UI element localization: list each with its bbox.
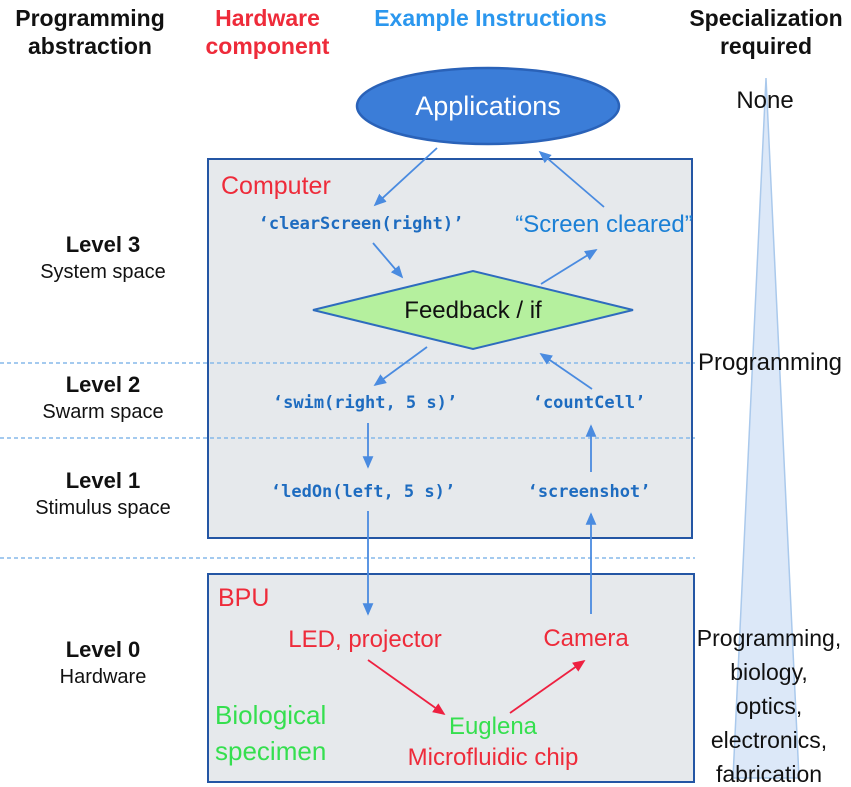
level-0-label: Level 0 Hardware	[0, 636, 206, 690]
specialization-item-electronics: electronics,	[710, 727, 828, 753]
level-2-space: Swarm space	[42, 401, 164, 423]
arrow-euglena-to-camera	[509, 659, 586, 714]
specialization-item-programming: Programming,	[696, 625, 842, 651]
applications-ellipse	[355, 66, 621, 146]
specialization-item-optics: optics,	[735, 693, 803, 719]
arrow-led-to-euglena	[367, 659, 446, 716]
arrow-feedback-to-screencleared	[540, 249, 598, 285]
specialization-item-biology: biology,	[730, 659, 808, 685]
level-3-label: Level 3 System space	[0, 231, 206, 285]
specialization-full-list: Programming, biology, optics, electronic…	[688, 621, 850, 787]
specialization-none-label: None	[736, 87, 794, 114]
computer-box-label: Computer	[221, 172, 331, 200]
level-0-name: Level 0	[65, 637, 141, 662]
feedback-diamond	[312, 269, 634, 351]
instruction-countcell: ‘countCell’	[532, 393, 646, 413]
arrow-applications-to-clearscreen	[373, 147, 438, 207]
instruction-screenshot: ‘screenshot’	[527, 482, 651, 502]
level-1-label: Level 1 Stimulus space	[0, 467, 206, 521]
led-projector-label: LED, projector	[288, 626, 442, 653]
arrow-countcell-to-feedback	[539, 352, 593, 390]
instruction-ledon: ‘ledOn(left, 5 s)’	[270, 482, 456, 502]
level-2-label: Level 2 Swarm space	[0, 371, 206, 425]
applications-node-label: Applications	[415, 91, 561, 121]
arrow-clearscreen-to-feedback	[372, 242, 404, 279]
arrow-feedback-to-swim	[373, 346, 428, 387]
microfluidic-chip-label: Microfluidic chip	[407, 744, 579, 771]
arrow-screencleared-to-applications	[538, 150, 605, 208]
instruction-clearscreen: ‘clearScreen(right)’	[258, 214, 464, 234]
level-1-name: Level 1	[65, 468, 141, 493]
bpu-box-label: BPU	[218, 584, 270, 612]
level-0-space: Hardware	[59, 666, 147, 688]
header-hardware-component: Hardware component	[205, 5, 330, 59]
bpu-box	[207, 573, 695, 783]
instruction-screen-cleared: “Screen cleared”	[515, 211, 693, 238]
header-programming-abstraction: Programming abstraction	[15, 5, 165, 59]
specialization-item-fabrication: fabrication	[715, 761, 823, 787]
header-example-instructions: Example Instructions	[374, 5, 607, 31]
feedback-diamond-label: Feedback / if	[404, 297, 542, 324]
specialization-programming-label: Programming	[697, 349, 843, 376]
blue-arrows	[362, 147, 605, 616]
header-specialization-required: Specialization required	[689, 5, 843, 59]
level-1-space: Stimulus space	[35, 497, 171, 519]
computer-box	[207, 158, 693, 539]
red-arrows	[367, 659, 586, 716]
level-2-name: Level 2	[65, 372, 141, 397]
instruction-swim: ‘swim(right, 5 s)’	[272, 393, 458, 413]
camera-label: Camera	[543, 625, 629, 652]
level-3-space: System space	[40, 261, 166, 283]
specialization-triangle	[732, 77, 800, 779]
euglena-label: Euglena	[448, 713, 538, 740]
biological-specimen-label: Biological specimen	[215, 700, 327, 766]
level-3-name: Level 3	[65, 232, 141, 257]
